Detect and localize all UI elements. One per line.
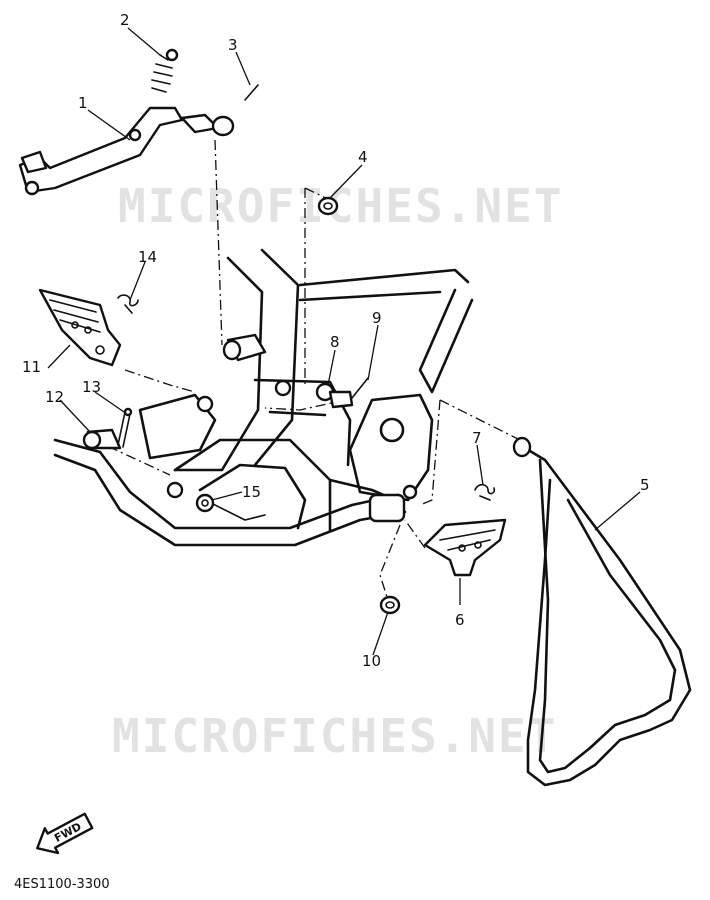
part-15-bushing (195, 493, 215, 513)
callout-13: 13 (82, 378, 101, 396)
part-10-washer (379, 595, 401, 615)
part-5-stand (512, 436, 692, 787)
callout-8: 8 (330, 333, 340, 351)
part-9-pin (328, 377, 369, 409)
callouts: 1 2 3 4 5 6 7 8 9 10 11 12 13 14 15 (22, 11, 650, 670)
part-4-washer (317, 196, 339, 216)
callout-9: 9 (372, 309, 382, 327)
callout-12: 12 (45, 388, 64, 406)
part-12-collar (82, 428, 122, 450)
callout-1: 1 (78, 94, 88, 112)
part-13-pin (117, 407, 133, 448)
callout-5: 5 (640, 476, 650, 494)
part-3-bolt (180, 84, 259, 137)
part-11-left-footpeg (38, 288, 122, 367)
callout-6: 6 (455, 611, 465, 629)
leader-lines (47, 27, 641, 656)
part-2-spring (151, 48, 179, 93)
callout-3: 3 (228, 36, 238, 54)
callout-7: 7 (472, 429, 482, 447)
callout-4: 4 (358, 148, 368, 166)
frame (53, 248, 474, 547)
diagram-code: 4ES1100-3300 (14, 877, 110, 892)
callout-14: 14 (138, 248, 157, 266)
part-6-right-footpeg (423, 518, 507, 577)
callout-11: 11 (22, 358, 41, 376)
part-1-side-stand-arm (18, 106, 184, 196)
pivot-collar (222, 333, 267, 362)
callout-2: 2 (120, 11, 130, 29)
callout-10: 10 (362, 652, 381, 670)
part-14-spring (117, 294, 139, 314)
callout-15: 15 (242, 483, 261, 501)
part-7-spring (474, 483, 496, 501)
fwd-arrow-icon: FWD (36, 812, 94, 855)
watermark-bottom: MICROFICHES.NET (112, 709, 557, 763)
